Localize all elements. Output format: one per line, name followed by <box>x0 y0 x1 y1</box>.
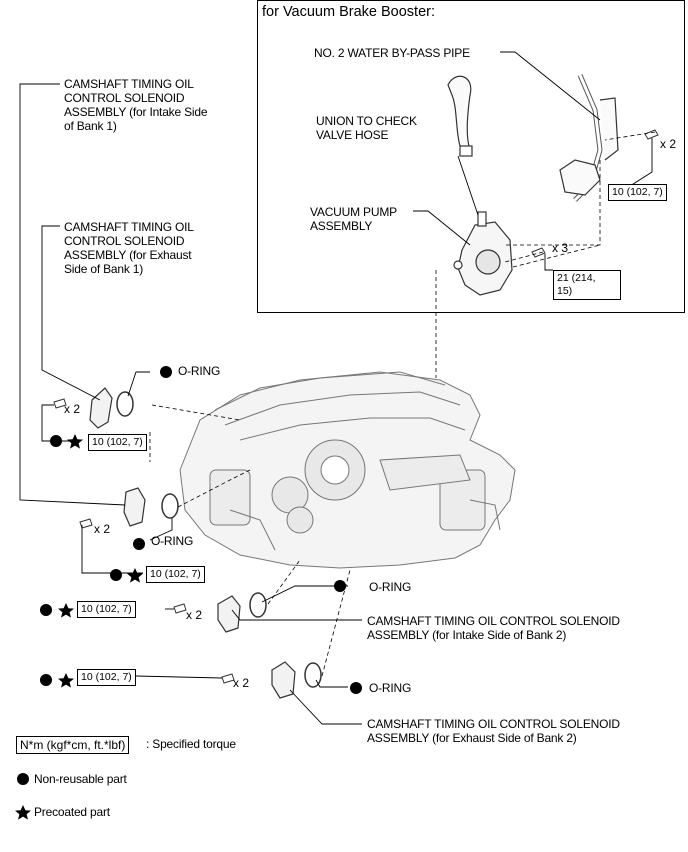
oring-label-2: O-RING <box>151 534 194 548</box>
precoated-icon <box>15 805 31 820</box>
vacuum-brake-booster-inset <box>257 0 685 313</box>
union-hose-label: UNION TO CHECK VALVE HOSE <box>316 114 417 142</box>
pipe-bolt-count: x 2 <box>660 137 677 151</box>
legend-torque-desc: : Specified torque <box>146 737 236 751</box>
oring-label-3: O-RING <box>369 580 412 594</box>
pump-torque: 21 (214, 15) <box>553 270 621 300</box>
non-reusable-icon <box>40 604 52 616</box>
solenoid-bolts <box>53 398 235 684</box>
oring-label-4: O-RING <box>369 681 412 695</box>
solenoid-illustrations <box>89 387 322 699</box>
non-reusable-icon <box>17 773 29 785</box>
precoated-icon <box>67 434 83 449</box>
legend-precoated: Precoated part <box>34 805 110 819</box>
solenoid-torque-2: 10 (102, 7) <box>146 566 205 583</box>
vacuum-pump-label: VACUUM PUMP ASSEMBLY <box>310 205 397 233</box>
engine-illustration <box>179 371 516 569</box>
pump-bolt-count: x 3 <box>552 241 569 255</box>
solenoid-torque-3: 10 (102, 7) <box>77 601 136 618</box>
bolt-count-1: x 2 <box>64 402 81 416</box>
precoated-icon <box>58 603 74 618</box>
pipe-torque: 10 (102, 7) <box>608 184 667 201</box>
bolt-count-4: x 2 <box>233 676 250 690</box>
non-reusable-icon <box>40 674 52 686</box>
bolt-count-3: x 2 <box>186 608 203 622</box>
solenoid-intake-bank1-label: CAMSHAFT TIMING OIL CONTROL SOLENOID ASS… <box>64 77 208 133</box>
non-reusable-icon <box>334 580 346 592</box>
non-reusable-icon <box>350 682 362 694</box>
non-reusable-icon <box>133 538 145 550</box>
solenoid-intake-bank2-label: CAMSHAFT TIMING OIL CONTROL SOLENOID ASS… <box>367 614 620 642</box>
oring-label-1: O-RING <box>178 364 221 378</box>
vacuum-pump-illustration <box>453 211 513 296</box>
legend-torque-box: N*m (kgf*cm, ft.*lbf) <box>16 736 130 754</box>
precoated-icon <box>127 568 143 583</box>
solenoid-exhaust-bank1-label: CAMSHAFT TIMING OIL CONTROL SOLENOID ASS… <box>64 220 194 276</box>
non-reusable-icon <box>110 569 122 581</box>
bolt-count-2: x 2 <box>94 522 111 536</box>
union-hose-illustration <box>447 75 473 157</box>
legend-non-reusable: Non-reusable part <box>34 772 127 786</box>
part-symbols <box>15 366 362 820</box>
non-reusable-icon <box>160 366 172 378</box>
inset-title: for Vacuum Brake Booster: <box>262 4 436 20</box>
solenoid-exhaust-bank2-label: CAMSHAFT TIMING OIL CONTROL SOLENOID ASS… <box>367 717 620 745</box>
water-bypass-pipe-label: NO. 2 WATER BY-PASS PIPE <box>314 46 470 60</box>
solenoid-torque-1: 10 (102, 7) <box>88 434 147 451</box>
non-reusable-icon <box>50 435 62 447</box>
precoated-icon <box>58 673 74 688</box>
solenoid-torque-4: 10 (102, 7) <box>77 669 136 686</box>
water-bypass-pipe-illustration <box>559 74 619 202</box>
